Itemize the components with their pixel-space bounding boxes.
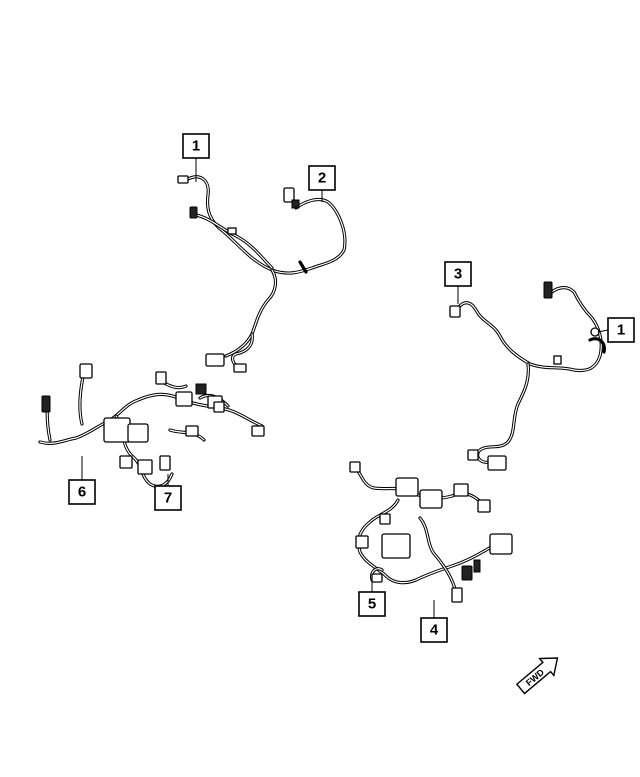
callout-label: 4: [430, 622, 439, 639]
callout-label: 1: [192, 138, 200, 155]
callout-label: 3: [454, 266, 462, 283]
callout-4: 4: [420, 600, 448, 643]
callout-label: 2: [318, 170, 326, 187]
left-harness: [38, 363, 265, 488]
right-harness: [449, 281, 606, 471]
callout-7: 7: [154, 474, 182, 511]
lower-right-harness: [349, 461, 513, 603]
callout-3: 3: [444, 261, 472, 304]
callout-6: 6: [68, 456, 96, 505]
callout-label: 1: [617, 322, 625, 339]
callout-2: 2: [308, 165, 336, 202]
callout-5: 5: [358, 582, 386, 617]
callout-1-right: 1: [597, 317, 635, 343]
callout-1-upper: 1: [182, 133, 210, 182]
callout-label: 6: [78, 484, 86, 501]
upper-harness: [177, 175, 347, 373]
callout-label: 5: [368, 596, 376, 613]
forward-arrow-icon: FWD: [515, 657, 559, 695]
callout-label: 7: [164, 490, 172, 507]
